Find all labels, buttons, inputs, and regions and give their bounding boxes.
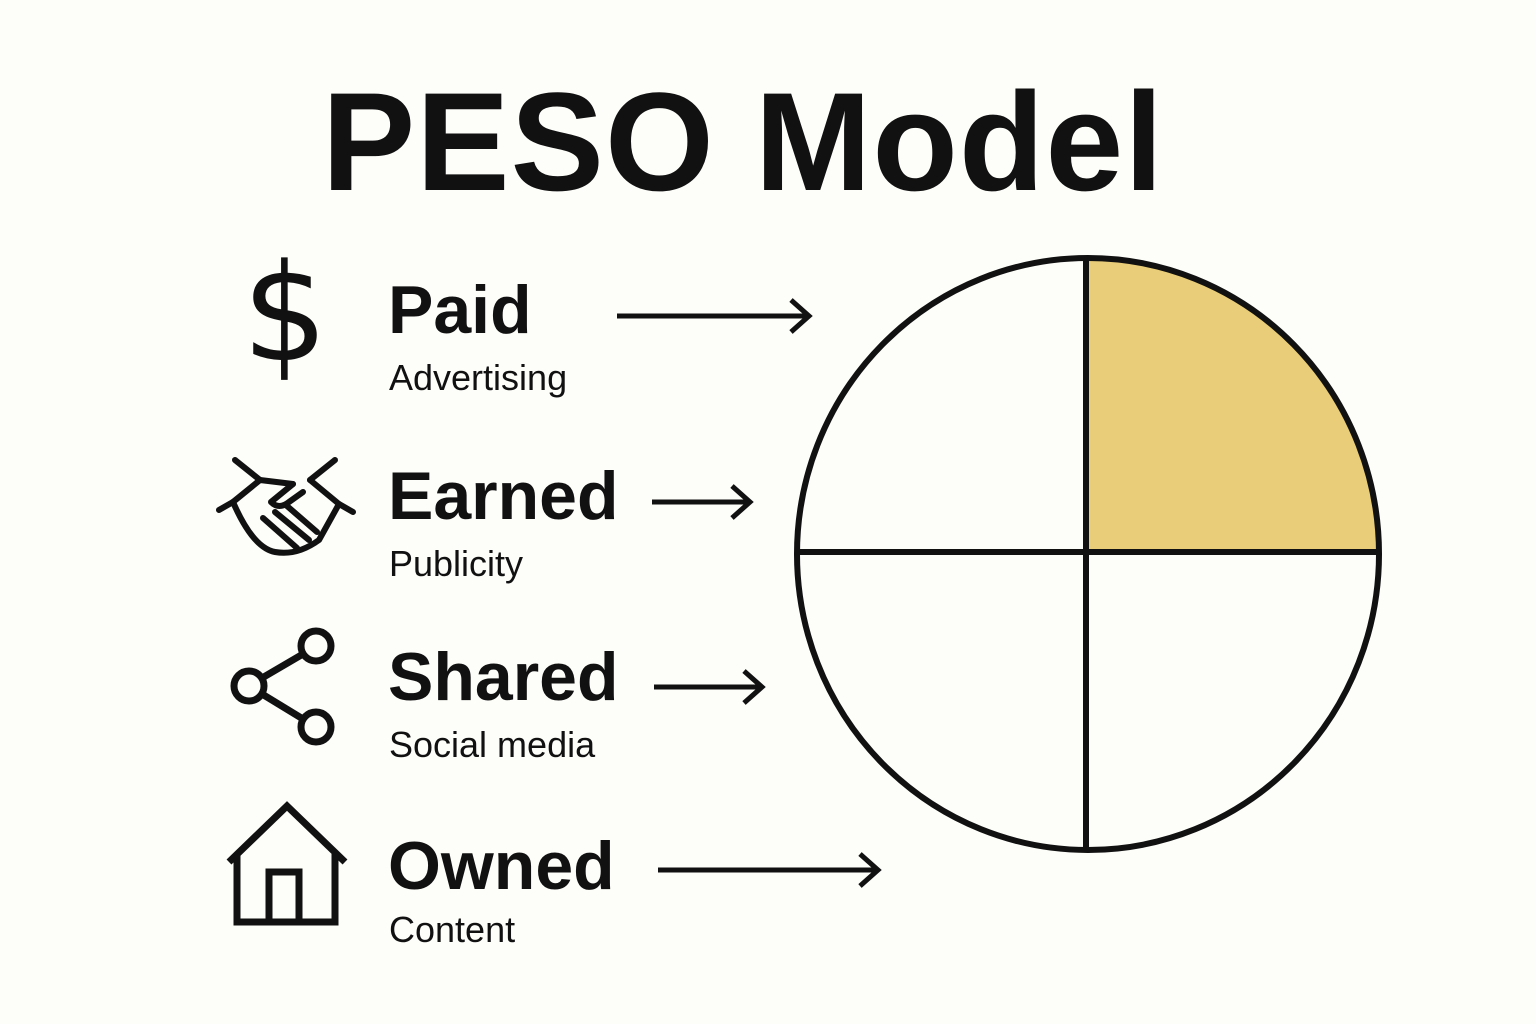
list-item-earned: Earned Publicity: [0, 0, 900, 584]
house-icon: [226, 801, 348, 926]
svg-text:$: $: [242, 250, 328, 392]
quadrant-top-right: [1088, 258, 1378, 552]
list-item-shared: Shared Social media: [0, 0, 900, 765]
item-sublabel-earned: Publicity: [389, 543, 524, 584]
arrow-icon: [617, 298, 813, 334]
arrow-icon: [652, 484, 754, 520]
list-item-paid: $ Paid Advertising: [0, 0, 900, 398]
item-sublabel-shared: Social media: [389, 724, 596, 765]
arrow-icon: [658, 852, 882, 888]
item-label-shared: Shared: [388, 639, 619, 715]
share-icon: [230, 627, 335, 746]
arrow-icon: [654, 669, 766, 705]
item-label-earned: Earned: [388, 458, 619, 534]
item-sublabel-owned: Content: [389, 909, 516, 950]
item-sublabel-paid: Advertising: [389, 357, 568, 398]
quadrant-circle: [794, 255, 1382, 853]
item-label-owned: Owned: [388, 828, 615, 904]
page-title: PESO Model: [321, 63, 1165, 220]
list-item-owned: Owned Content: [0, 0, 900, 950]
handshake-icon: [216, 457, 356, 556]
item-label-paid: Paid: [388, 272, 532, 348]
dollar-icon: $: [242, 250, 328, 392]
